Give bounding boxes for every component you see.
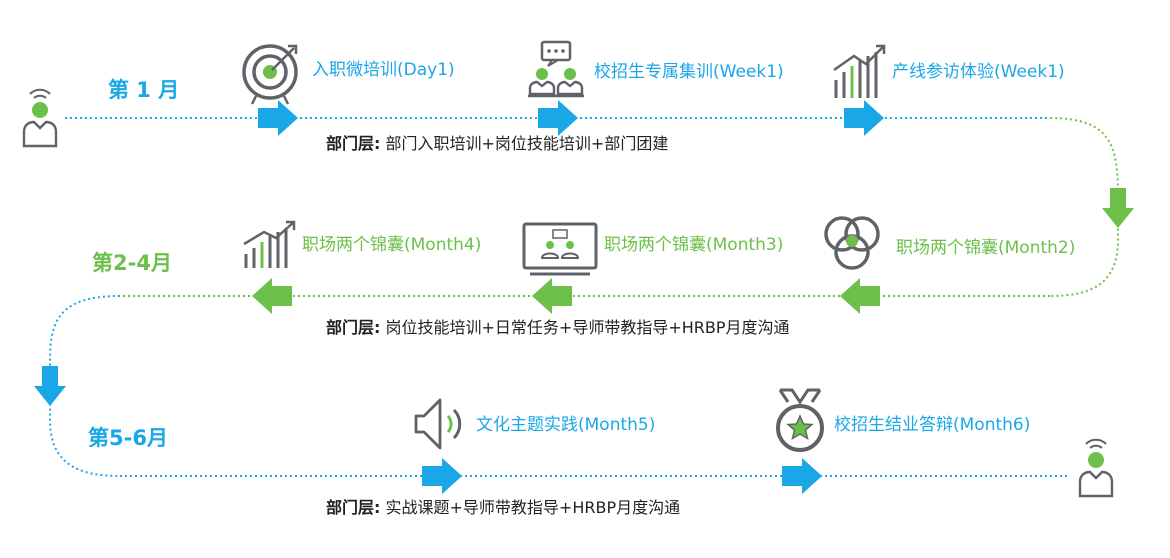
path-curve-right	[1049, 117, 1119, 297]
dept-prefix: 部门层:	[326, 318, 381, 337]
phase-label-month5-6: 第5-6月	[88, 426, 168, 450]
dept-prefix: 部门层:	[326, 134, 381, 153]
presentation-screen-icon	[522, 222, 598, 276]
dept-description: 部门层: 岗位技能培训+日常任务+导师带教指导+HRBP月度沟通	[326, 320, 790, 336]
speaker-icon	[414, 398, 462, 450]
dept-description: 部门层: 实战课题+导师带教指导+HRBP月度沟通	[326, 500, 680, 516]
step-label: 产线参访体验(Week1)	[892, 62, 1065, 82]
arrow-left-icon	[840, 278, 880, 314]
arrow-down-icon	[1102, 188, 1134, 228]
arrows-row3	[422, 458, 822, 494]
step-label: 入职微培训(Day1)	[312, 60, 455, 80]
target-icon	[242, 44, 298, 105]
phase-label-month2-4: 第2-4月	[92, 251, 172, 275]
growth-chart-icon	[833, 44, 886, 98]
step-label: 职场两个锦囊(Month3)	[604, 235, 784, 255]
arrows-row2	[252, 278, 880, 314]
step-label: 职场两个锦囊(Month4)	[302, 235, 482, 255]
arrow-left-icon	[532, 278, 572, 314]
step-label: 校招生专属集训(Week1)	[594, 62, 784, 82]
dept-text: 部门入职培训+岗位技能培训+部门团建	[385, 134, 669, 153]
medal-icon	[776, 388, 824, 452]
team-chat-icon	[528, 40, 584, 98]
step-label: 文化主题实践(Month5)	[476, 415, 656, 435]
person-icon	[1078, 438, 1114, 498]
path-curve-left	[49, 295, 121, 477]
step-label: 职场两个锦囊(Month2)	[896, 238, 1076, 258]
dept-description: 部门层: 部门入职培训+岗位技能培训+部门团建	[326, 136, 668, 152]
arrow-right-icon	[782, 458, 822, 494]
dept-text: 岗位技能培训+日常任务+导师带教指导+HRBP月度沟通	[385, 318, 790, 337]
venn-circles-icon	[824, 216, 880, 270]
person-icon	[22, 88, 58, 148]
dept-prefix: 部门层:	[326, 498, 381, 517]
arrow-right-icon	[538, 100, 578, 136]
step-label: 校招生结业答辩(Month6)	[834, 415, 1031, 435]
arrow-right-icon	[844, 100, 884, 136]
dept-text: 实战课题+导师带教指导+HRBP月度沟通	[385, 498, 681, 517]
phase-label-month1: 第 1 月	[108, 78, 180, 102]
growth-chart-icon	[243, 220, 296, 268]
arrow-right-icon	[258, 100, 298, 136]
arrow-down-icon	[34, 366, 66, 406]
arrow-left-icon	[252, 278, 292, 314]
arrows-row1	[258, 100, 884, 136]
arrow-right-icon	[422, 458, 462, 494]
